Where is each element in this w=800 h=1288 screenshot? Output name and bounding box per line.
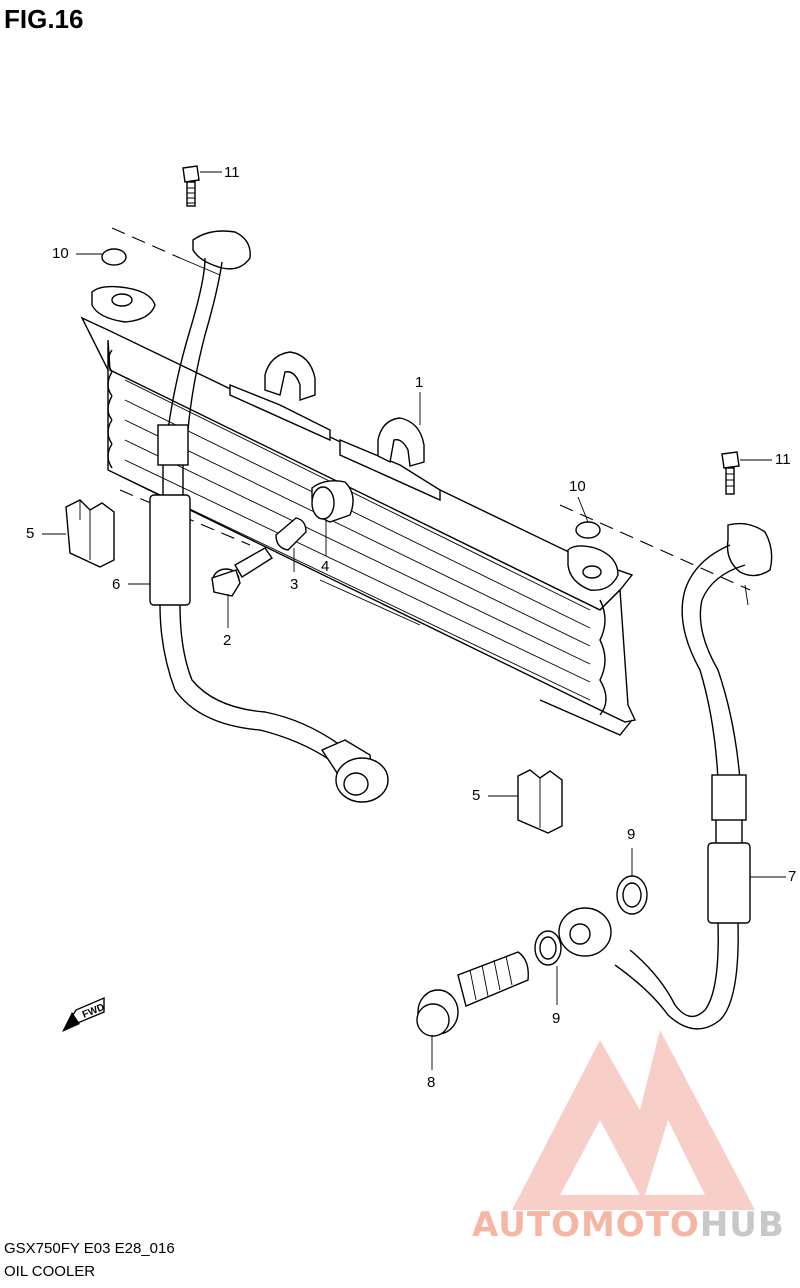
left-flange	[91, 285, 156, 323]
cushion-5-left	[65, 499, 115, 568]
cooler-brackets	[264, 351, 425, 467]
footer-diagram-name: OIL COOLER	[4, 1263, 96, 1280]
callout-3: 3	[290, 576, 299, 593]
watermark-part1: AUTOMOTO	[472, 1205, 700, 1245]
o-ring-right	[575, 521, 601, 539]
watermark-logo	[512, 1030, 755, 1210]
spacer-3	[275, 517, 307, 551]
footer-model-code: GSX750FY E03 E28_016	[4, 1240, 175, 1257]
oil-hose-6	[149, 230, 389, 803]
washer-9-upper	[616, 875, 648, 915]
callout-11-right: 11	[775, 451, 791, 468]
washer-9-lower	[534, 930, 562, 966]
callout-1: 1	[415, 374, 424, 391]
callout-8: 8	[427, 1074, 436, 1091]
watermark-text: AUTOMOTOHUB	[472, 1205, 785, 1245]
bolt-2	[211, 547, 273, 597]
leader-lines	[42, 171, 786, 1070]
callout-11-upper: 11	[224, 164, 240, 181]
figure-title: FIG.16	[4, 4, 84, 34]
cushion-5-right	[517, 769, 563, 834]
right-flange	[567, 545, 619, 591]
fwd-arrow-icon: FWD	[62, 996, 106, 1032]
callout-10-upper: 10	[52, 245, 69, 262]
callout-2: 2	[223, 632, 232, 649]
callout-5-right: 5	[472, 787, 481, 804]
callout-9-lower: 9	[552, 1010, 561, 1027]
o-ring-upper	[101, 248, 127, 266]
oil-hose-7	[558, 522, 773, 1030]
fwd-label: FWD	[81, 1002, 106, 1021]
callout-4: 4	[321, 558, 330, 575]
callout-7: 7	[788, 868, 797, 885]
callout-6: 6	[112, 576, 121, 593]
union-bolt-8	[416, 951, 529, 1037]
bolt-right	[721, 451, 740, 495]
callout-5-left: 5	[26, 525, 35, 542]
grommet-4	[311, 480, 354, 523]
callout-10-right: 10	[569, 478, 586, 495]
callout-9-upper: 9	[627, 826, 636, 843]
bolt-upper	[182, 165, 200, 207]
watermark-part2: HUB	[699, 1205, 785, 1245]
